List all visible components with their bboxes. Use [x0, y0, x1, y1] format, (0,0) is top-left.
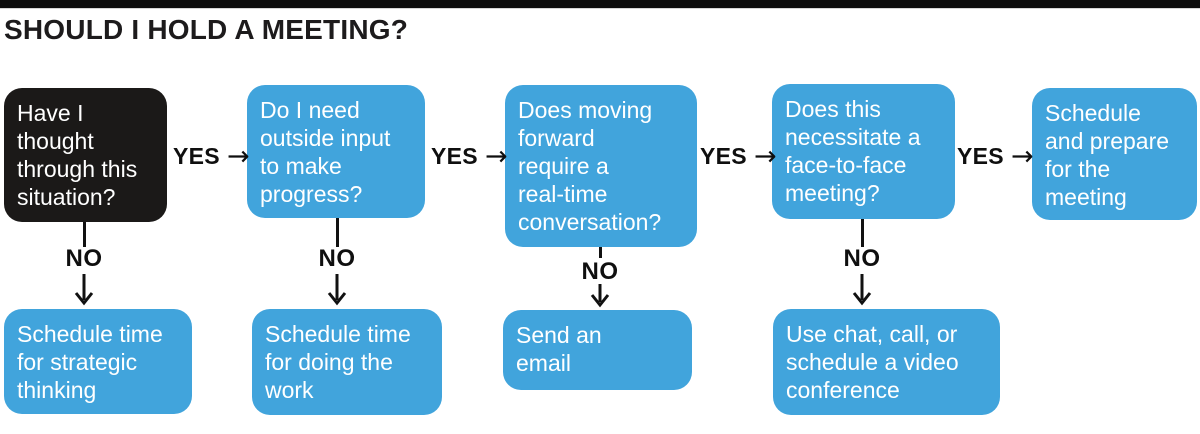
- yes-edge-label-3: YES →: [700, 141, 777, 171]
- yes-edge-label-4: YES →: [957, 141, 1034, 171]
- flow-node-chat-call-video: Use chat, call, or schedule a video conf…: [773, 309, 1000, 415]
- yes-label: YES: [957, 142, 1004, 169]
- connector-line-1: [83, 222, 86, 247]
- top-accent-bar: [0, 0, 1200, 9]
- arrow-right-icon: →: [484, 140, 508, 172]
- yes-edge-label-2: YES →: [431, 141, 508, 171]
- arrow-down-icon: [327, 274, 347, 306]
- connector-line-4: [861, 219, 864, 247]
- flow-node-outside-input: Do I need outside input to make progress…: [247, 85, 425, 218]
- page-title: SHOULD I HOLD A MEETING?: [4, 14, 409, 45]
- flow-node-strategic-thinking: Schedule time for strategic thinking: [4, 309, 192, 414]
- yes-label: YES: [431, 142, 478, 169]
- no-edge-label-1: NO: [65, 245, 103, 272]
- yes-edge-label-1: YES →: [173, 141, 250, 171]
- flow-node-thought-through: Have I thought through this situation?: [4, 88, 167, 222]
- arrow-right-icon: →: [226, 140, 250, 172]
- arrow-down-icon: [590, 284, 610, 308]
- arrow-right-icon: →: [753, 140, 777, 172]
- flow-node-face-to-face: Does this necessitate a face-to-face mee…: [772, 84, 955, 219]
- flow-node-schedule-meeting: Schedule and prepare for the meeting: [1032, 88, 1197, 220]
- arrow-right-icon: →: [1010, 140, 1034, 172]
- connector-line-2: [336, 218, 339, 247]
- connector-line-3: [599, 247, 602, 258]
- arrow-down-icon: [74, 274, 94, 306]
- flow-node-realtime-conversation: Does moving forward require a real-time …: [505, 85, 697, 247]
- flow-node-doing-the-work: Schedule time for doing the work: [252, 309, 442, 415]
- arrow-down-icon: [852, 274, 872, 306]
- no-edge-label-2: NO: [318, 245, 356, 272]
- yes-label: YES: [700, 142, 747, 169]
- flow-node-send-email: Send an email: [503, 310, 692, 390]
- no-edge-label-4: NO: [843, 245, 881, 272]
- yes-label: YES: [173, 142, 220, 169]
- no-edge-label-3: NO: [581, 258, 619, 285]
